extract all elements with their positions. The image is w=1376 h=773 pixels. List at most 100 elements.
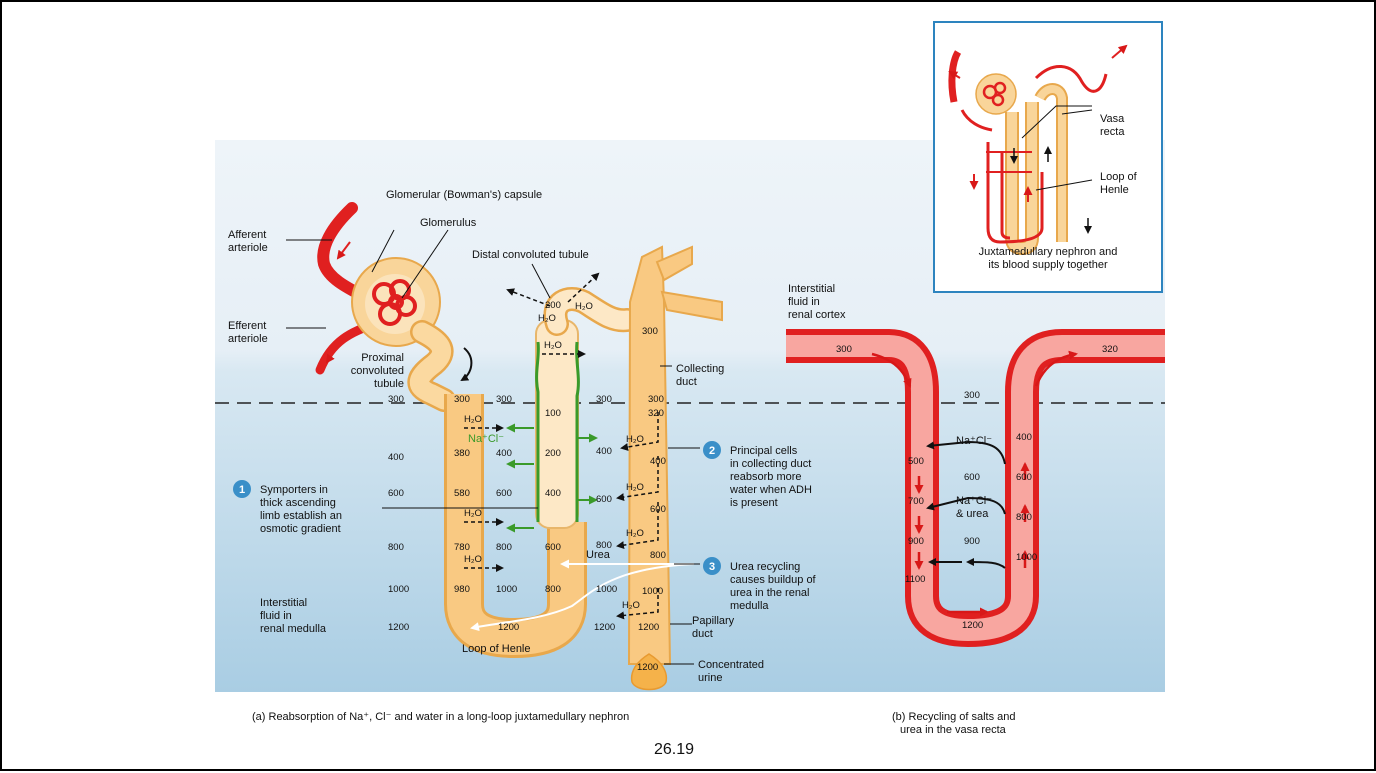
vasa-bottom-value: 1200 [962,620,983,631]
collecting-value: 400 [650,456,666,467]
vasa-left-value: 500 [908,456,924,467]
ascending-value: 400 [545,488,561,499]
water-label-cd-1: H₂O [626,434,644,445]
glomerulus-label: Glomerulus [420,217,477,229]
vasa-left-value: 900 [908,536,924,547]
collecting-value: 320 [648,408,664,419]
proximal-label: Proximal [361,352,404,364]
collecting-side-value: 600 [596,494,612,505]
collecting-side-value: 800 [596,540,612,551]
inset-vasa-recta-label: Vasa [1100,113,1125,125]
step-1-text: Symporters in [260,484,328,496]
step-3-text: urea in the renal [730,587,810,599]
water-label-desc-1: H₂O [464,414,482,425]
step-badge-2: 2 [703,441,721,459]
descending-value: 980 [454,584,470,595]
interstitial-medulla-label-3: renal medulla [260,623,327,635]
collecting-value: 300 [648,394,664,405]
ascending-value: 600 [545,542,561,553]
interstitial-cortex-label-3: renal cortex [788,309,846,321]
water-label-desc-2: H₂O [464,508,482,519]
interstitial-value: 300 [388,394,404,405]
step-3-text: Urea recycling [730,561,800,573]
vasa-right-value: 400 [1016,432,1032,443]
proximal-convoluted-tubule [419,332,444,400]
vasa-nacl-urea-label-2: & urea [956,508,989,520]
ascending-value: 100 [545,408,561,419]
step-2-text: is present [730,497,778,509]
interstitial-value: 1000 [388,584,409,595]
vasa-nacl-label: Na⁺Cl⁻ [956,435,992,447]
water-label-dct: H₂O [538,313,556,324]
collecting-side-value: 400 [596,446,612,457]
vasa-value: 300 [836,344,852,355]
step-2-text: reabsorb more [730,471,802,483]
proximal-label-3: tubule [374,378,404,390]
inner-value: 1000 [496,584,517,595]
distal-tubule-label: Distal convoluted tubule [472,249,589,261]
collecting-side-value: 300 [596,394,612,405]
descending-value: 300 [454,394,470,405]
water-label-desc-3: H₂O [464,554,482,565]
vasa-left-value: 1100 [905,574,925,585]
step-1-number: 1 [239,484,245,496]
step-1-text: thick ascending [260,497,336,509]
afferent-label-2: arteriole [228,242,268,254]
glomerular-capsule-label: Glomerular (Bowman's) capsule [386,189,542,201]
caption-b-2: urea in the vasa recta [900,724,1007,736]
efferent-label-2: arteriole [228,333,268,345]
interstitial-value: 800 [388,542,404,553]
vasa-nacl-urea-label: Na⁺Cl⁻ [956,495,992,507]
vasa-value: 300 [964,390,980,401]
caption-b: (b) Recycling of salts and [892,711,1016,723]
collecting-value: 1200 [638,622,659,633]
step-2-number: 2 [709,445,715,457]
vasa-left-value: 700 [908,496,924,507]
vasa-right-value: 800 [1016,512,1032,523]
collecting-value: 600 [650,504,666,515]
vasa-middle-value: 900 [964,536,980,547]
water-label-asc: H₂O [544,340,562,351]
collecting-side-value: 1200 [594,622,615,633]
urine-value: 1200 [637,662,658,673]
inset-loop-label-2: Henle [1100,184,1129,196]
water-label-dct-2: H₂O [575,301,593,312]
collecting-value: 300 [642,326,658,337]
collecting-value: 800 [650,550,666,561]
water-label-cd-3: H₂O [626,528,644,539]
loop-bottom-value: 1200 [498,622,519,633]
step-3-text: medulla [730,600,769,612]
interstitial-medulla-label-2: fluid in [260,610,292,622]
inset-caption: Juxtamedullary nephron and [979,246,1118,258]
inner-value: 300 [496,394,512,405]
step-3-text: causes buildup of [730,574,817,586]
concentrated-urine-label: Concentrated [698,659,764,671]
step-2-text: in collecting duct [730,458,811,470]
ascending-value: 200 [545,448,561,459]
ascending-value: 800 [545,584,561,595]
step-2-text: water when ADH [729,484,812,496]
inset-loop-label: Loop of [1100,171,1138,183]
interstitial-value: 1200 [388,622,409,633]
descending-value: 380 [454,448,470,459]
interstitial-cortex-label-2: fluid in [788,296,820,308]
loop-of-henle-label: Loop of Henle [462,643,531,655]
vasa-value: 320 [1102,344,1118,355]
afferent-label: Afferent [228,229,266,241]
step-badge-1: 1 [233,480,251,498]
thick-ascending-membrane-left [537,342,539,522]
efferent-label: Efferent [228,320,266,332]
inner-value: 400 [496,448,512,459]
figure-number: 26.19 [654,741,694,758]
thick-ascending-membrane-right [577,342,579,522]
caption-a: (a) Reabsorption of Na⁺, Cl⁻ and water i… [252,711,629,723]
inset-vasa-recta-label-2: recta [1100,126,1125,138]
water-label-cd-4: H₂O [622,600,640,611]
proximal-label-2: convoluted [351,365,404,377]
nacl-label: Na⁺Cl⁻ [468,433,504,445]
step-1-text: limb establish an [260,510,342,522]
dct-value: 200 [545,300,561,311]
papillary-duct-label-2: duct [692,628,713,640]
